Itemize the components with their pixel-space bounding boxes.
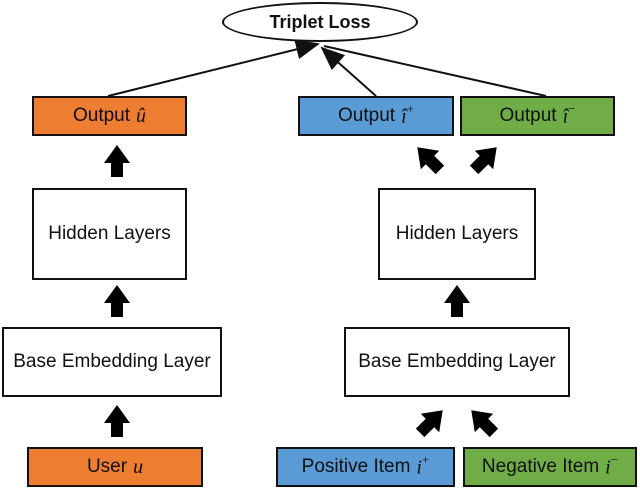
triplet-loss-label: Triplet Loss — [269, 11, 371, 32]
block-arrow-diagonal-icon — [471, 410, 499, 438]
item-hidden-layers-label: Hidden Layers — [395, 223, 519, 244]
positive-item-label: Positive Item — [301, 456, 411, 477]
positive-output-symbol: î+ — [401, 101, 414, 128]
edge-user-output-to-loss — [107, 39, 320, 97]
negative-item-label: Negative Item — [481, 456, 600, 477]
edge-neg-output-to-loss — [323, 45, 547, 97]
block-arrow-diagonal-icon — [469, 147, 497, 175]
user-embedding-label: Base Embedding Layer — [13, 351, 211, 372]
block-arrow-up-icon — [104, 145, 130, 177]
positive-output-node: Output î+ — [298, 96, 454, 136]
user-input-label: User — [86, 456, 128, 477]
positive-output-label: Output — [338, 105, 396, 126]
user-input-symbol: u — [133, 455, 144, 478]
negative-item-input-node: Negative Item i− — [463, 447, 637, 487]
user-output-symbol: û — [136, 104, 147, 127]
user-hidden-layers-label: Hidden Layers — [48, 223, 171, 244]
block-arrow-up-icon — [104, 285, 130, 317]
negative-item-symbol: i− — [605, 452, 619, 479]
item-embedding-node: Base Embedding Layer — [344, 327, 570, 397]
block-arrow-up-icon — [104, 405, 130, 437]
negative-output-symbol: î− — [562, 101, 576, 128]
user-output-node: Output û — [32, 96, 187, 136]
edge-pos-output-to-loss — [320, 46, 377, 97]
negative-output-node: Output î− — [460, 96, 615, 136]
block-arrow-diagonal-icon — [417, 147, 445, 175]
block-arrow-up-icon — [444, 285, 470, 317]
user-output-label: Output — [72, 105, 131, 126]
item-hidden-layers-node: Hidden Layers — [378, 188, 536, 280]
negative-output-label: Output — [499, 105, 557, 126]
triplet-loss-node: Triplet Loss — [222, 2, 418, 42]
block-arrow-diagonal-icon — [415, 410, 443, 438]
positive-item-symbol: i+ — [416, 452, 430, 479]
user-hidden-layers-node: Hidden Layers — [32, 188, 187, 280]
item-embedding-label: Base Embedding Layer — [358, 351, 556, 372]
user-input-node: User u — [27, 447, 203, 487]
positive-item-input-node: Positive Item i+ — [276, 447, 455, 487]
user-embedding-node: Base Embedding Layer — [2, 327, 222, 397]
